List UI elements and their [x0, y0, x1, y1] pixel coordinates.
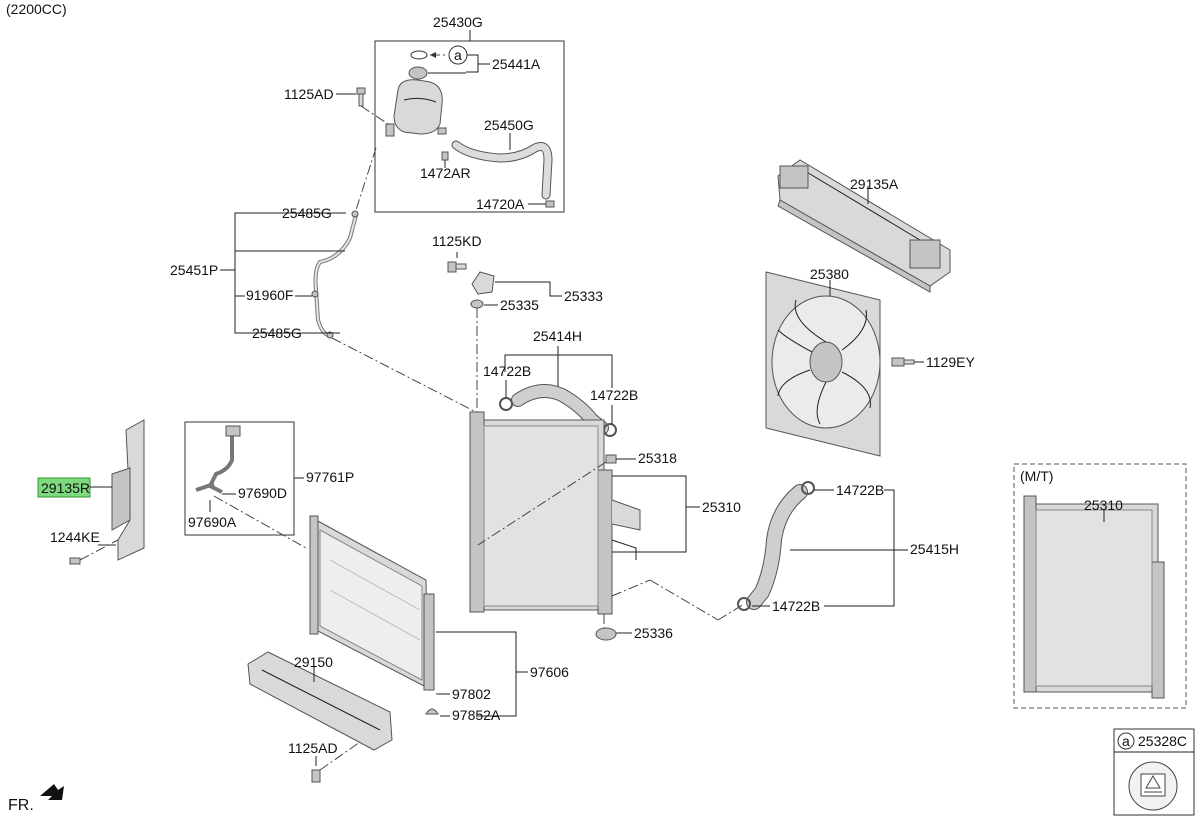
reservoir-cap-icon [408, 66, 428, 80]
overflow-hose-icon [452, 141, 552, 199]
part-label-97802[interactable]: 97802 [452, 686, 491, 702]
bolt-icon-ad-bot [311, 769, 321, 783]
part-label-14722B-b[interactable]: 14722B [590, 387, 638, 403]
part-label-25485G-bot[interactable]: 25485G [252, 325, 302, 341]
bolt-icon-kd [447, 261, 457, 273]
hose-clamp-icon-c [801, 481, 815, 495]
legend-frame [1113, 728, 1195, 816]
part-label-mt-25310[interactable]: 25310 [1084, 497, 1123, 513]
drain-plug-icon [605, 454, 617, 464]
mt-radiator-icon [1023, 495, 1165, 699]
part-label-1129EY[interactable]: 1129EY [926, 354, 975, 370]
part-label-97606[interactable]: 97606 [530, 664, 569, 680]
bracket-icon [471, 271, 495, 295]
side-air-guard-icon [111, 419, 145, 561]
part-label-29150[interactable]: 29150 [294, 654, 333, 670]
hose-clamp-icon-d [737, 597, 751, 611]
part-label-97690A[interactable]: 97690A [188, 514, 237, 530]
part-label-1125AD-top[interactable]: 1125AD [284, 86, 334, 102]
part-label-97852A[interactable]: 97852A [452, 707, 501, 723]
radiator-icon [469, 411, 641, 615]
part-label-25451P[interactable]: 25451P [170, 262, 218, 278]
legend-part-label[interactable]: 25328C [1138, 733, 1187, 749]
mt-variant-label: (M/T) [1020, 468, 1053, 484]
part-label-25336[interactable]: 25336 [634, 625, 673, 641]
upper-air-guard-icon [777, 159, 951, 293]
part-label-1472AR[interactable]: 1472AR [420, 165, 471, 181]
coolant-reservoir-icon [393, 79, 443, 135]
part-label-1125AD-bot[interactable]: 1125AD [288, 740, 338, 756]
part-label-1125KD[interactable]: 1125KD [432, 233, 482, 249]
part-label-91960F[interactable]: 91960F [246, 287, 293, 303]
grommet-icon [470, 299, 484, 309]
part-label-25415H[interactable]: 25415H [910, 541, 959, 557]
bolt-icon-ey [891, 357, 905, 367]
part-label-25310[interactable]: 25310 [702, 499, 741, 515]
part-label-29135A[interactable]: 29135A [850, 176, 899, 192]
radiator-mount-icon [595, 627, 617, 641]
lower-radiator-hose-icon [747, 485, 807, 609]
part-label-14720A[interactable]: 14720A [476, 196, 525, 212]
part-label-1244KE[interactable]: 1244KE [50, 529, 100, 545]
part-label-25333[interactable]: 25333 [564, 288, 603, 304]
legend-callout-a-icon [1117, 732, 1135, 750]
condenser-icon [309, 515, 435, 691]
part-label-25450G[interactable]: 25450G [484, 117, 534, 133]
part-label-14722B-d[interactable]: 14722B [772, 598, 820, 614]
svg-text:a: a [454, 47, 462, 63]
part-label-25441A[interactable]: 25441A [492, 56, 541, 72]
hose-clamp-icon-a [499, 397, 513, 411]
part-label-25318[interactable]: 25318 [638, 450, 677, 466]
part-label-97761P[interactable]: 97761P [306, 469, 354, 485]
hose-clamp-icon [441, 151, 449, 161]
part-label-14722B-c[interactable]: 14722B [836, 482, 884, 498]
part-label-25485G-top[interactable]: 25485G [282, 205, 332, 221]
part-label-25430G[interactable]: 25430G [433, 14, 483, 30]
bolt-icon [356, 87, 366, 95]
lower-air-guard-icon [247, 651, 393, 751]
part-label-97690D[interactable]: 97690D [238, 485, 287, 501]
front-arrow-icon [40, 784, 64, 800]
part-label-25414H[interactable]: 25414H [533, 328, 582, 344]
dryer-cap-icon [425, 708, 439, 715]
part-label-14722B-a[interactable]: 14722B [483, 363, 531, 379]
part-label-25335[interactable]: 25335 [500, 297, 539, 313]
screw-icon-ke [69, 557, 81, 565]
upper-radiator-hose-icon [512, 385, 608, 434]
cooling-fan-icon [765, 271, 881, 457]
ac-pipe-icon [207, 430, 234, 494]
front-label: FR. [8, 797, 34, 814]
part-label-29135R[interactable]: 29135R [41, 480, 90, 496]
coolant-pipe-icon [313, 214, 358, 338]
o-ring-icon [410, 50, 428, 60]
legend-marker: a [1122, 733, 1130, 749]
part-label-25380[interactable]: 25380 [810, 266, 849, 282]
engine-spec-label: (2200CC) [6, 1, 67, 17]
